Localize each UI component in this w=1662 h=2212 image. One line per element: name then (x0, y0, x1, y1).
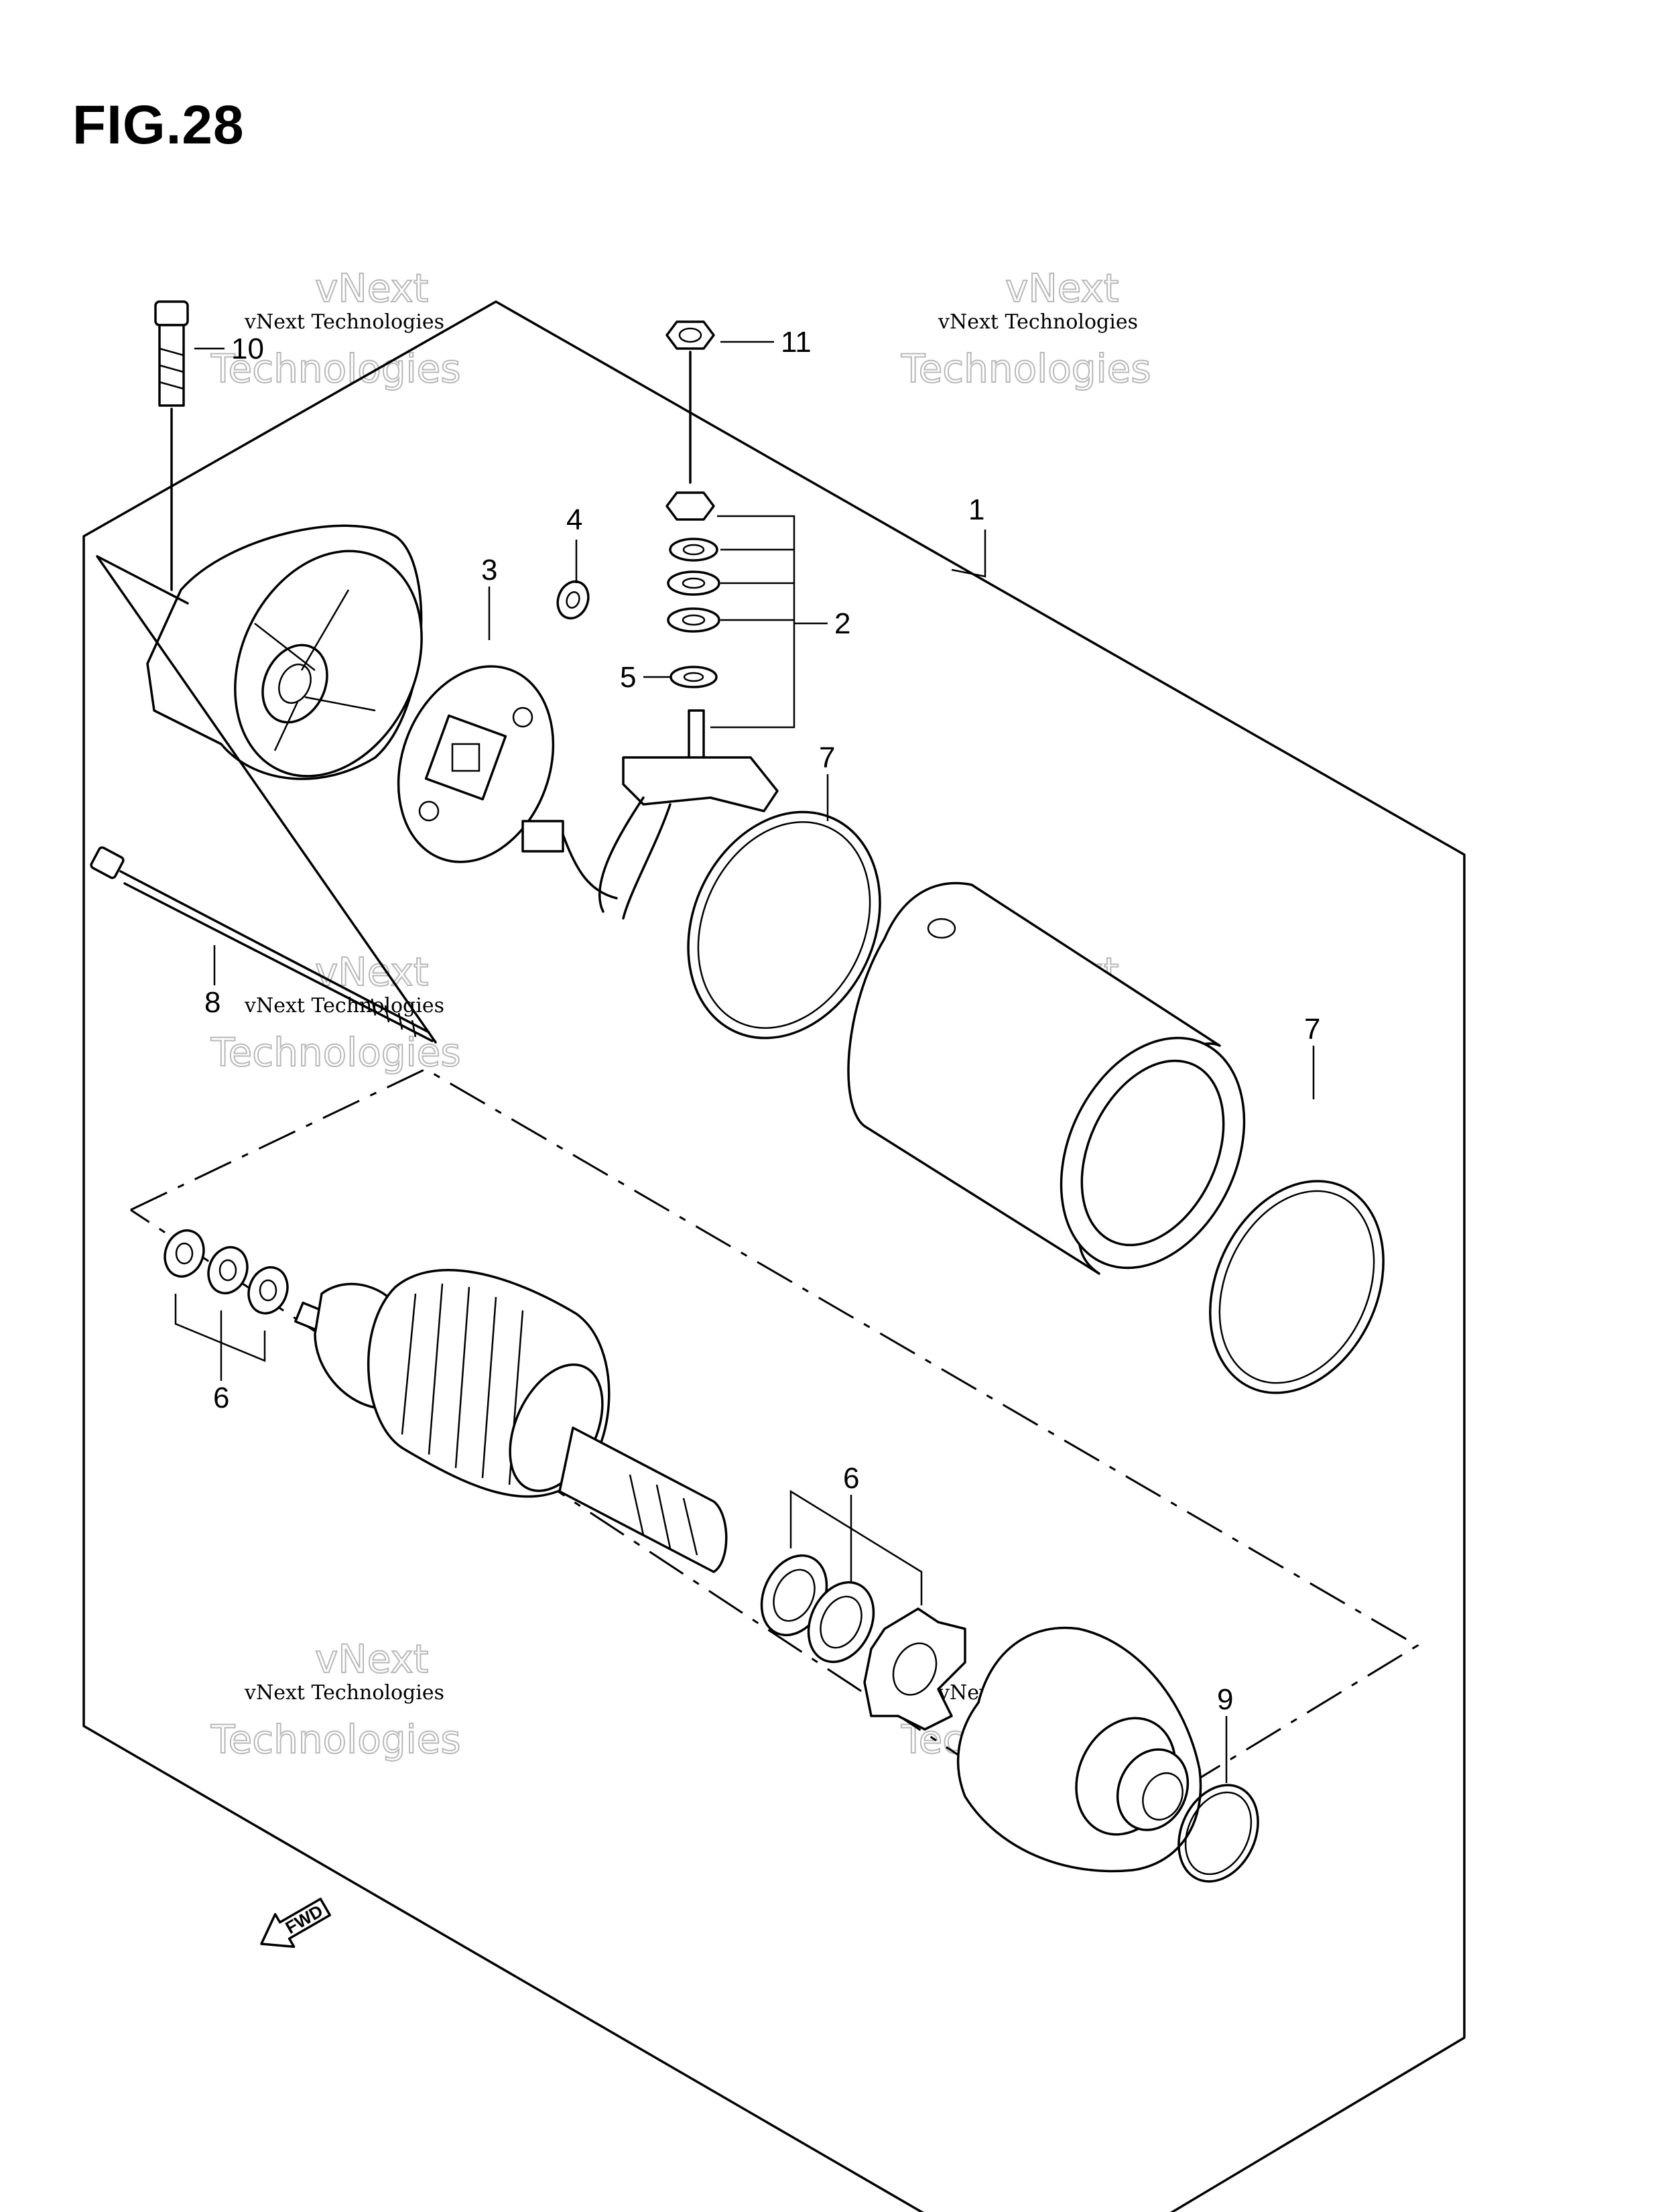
callout-3: 3 (481, 554, 497, 587)
front-housing (956, 1626, 1202, 1873)
o-ring-9 (1177, 1784, 1259, 1883)
watermark-bottom-left: vNext Technologies vNext Technologies (210, 1636, 462, 1763)
callout-9: 9 (1217, 1683, 1233, 1716)
callout-labels: 10 11 1 4 3 2 5 7 8 7 6 6 9 (204, 326, 1320, 1716)
svg-text:Technologies: Technologies (901, 346, 1151, 391)
callout-7-lower: 7 (1304, 1013, 1320, 1046)
nut-11 (665, 320, 715, 484)
callout-leaders (194, 341, 1315, 1783)
svg-text:vNext Technologies: vNext Technologies (244, 1681, 444, 1705)
watermark-mid-left: vNext Technologies vNext Technologies (210, 948, 462, 1076)
through-bolt-8 (90, 846, 434, 1042)
o-ring-9-inner (1184, 1791, 1253, 1876)
terminal-brush-holder (521, 709, 779, 920)
o-ring-7-upper (687, 810, 881, 1040)
assembly-boundary (82, 300, 1466, 2212)
o-ring-7-upper-inner (697, 821, 871, 1029)
armature (294, 1269, 728, 1573)
o-ring-7-lower (1209, 1180, 1385, 1394)
bearing-4 (556, 580, 590, 620)
svg-text:vNext Technologies: vNext Technologies (244, 994, 444, 1018)
fwd-direction-badge: FWD (260, 1898, 332, 1948)
svg-text:vNext Technologies: vNext Technologies (244, 310, 444, 334)
callout-4: 4 (566, 503, 582, 536)
bolt-10 (154, 300, 189, 591)
svg-text:vNext Technologies: vNext Technologies (938, 310, 1138, 334)
washer-5 (669, 666, 718, 688)
armature-subassembly-boundary (130, 1068, 1419, 1845)
brush-plate-3 (397, 665, 555, 863)
yoke-housing (847, 881, 1246, 1275)
o-ring-7-lower-inner (1218, 1190, 1375, 1384)
svg-text:vNext: vNext (1005, 265, 1118, 311)
callout-7-upper: 7 (819, 741, 835, 774)
callout-10: 10 (231, 332, 264, 365)
callout-1: 1 (968, 493, 984, 526)
fwd-arrow-icon (260, 1898, 332, 1948)
terminal-nut-washers-2 (665, 491, 720, 633)
figure-title: FIG.28 (72, 95, 245, 156)
svg-text:vNext: vNext (315, 265, 428, 311)
rear-end-cover (146, 524, 423, 780)
callout-5: 5 (620, 661, 636, 694)
callout-2: 2 (834, 607, 850, 640)
callout-6-left: 6 (213, 1381, 229, 1414)
callout-11: 11 (781, 326, 812, 359)
shims-6-right (760, 1489, 966, 1731)
svg-text:Technologies: Technologies (210, 1030, 461, 1075)
svg-text:vNext: vNext (315, 1636, 428, 1682)
svg-text:Technologies: Technologies (210, 1717, 461, 1762)
watermark-top-left: vNext Technologies vNext Technologies (210, 265, 462, 392)
shims-6-left (164, 1229, 289, 1362)
cover-leader-lines (96, 555, 437, 1044)
svg-text:vNext: vNext (315, 949, 428, 995)
callout-6-right: 6 (843, 1462, 859, 1495)
callout-8: 8 (204, 986, 220, 1019)
watermark-top-center: vNext Technologies vNext Technologies (900, 265, 1152, 392)
svg-text:Technologies: Technologies (210, 346, 461, 391)
